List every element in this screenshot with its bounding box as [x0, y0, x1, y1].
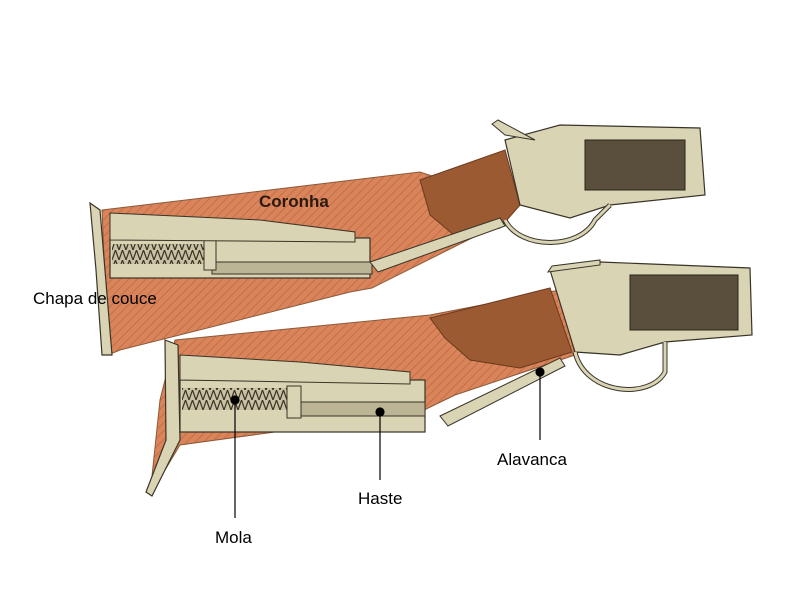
leader-alavanca-dot [535, 367, 545, 377]
lower-action-window [629, 274, 739, 331]
lower-top-bar [179, 354, 411, 385]
upper-butt-plate [89, 201, 113, 356]
label-chapa-de-couce: Chapa de couce [33, 289, 157, 308]
label-mola: Mola [215, 528, 252, 547]
lower-hammer [546, 259, 601, 273]
upper-hammer [491, 119, 536, 141]
upper-rifle [89, 119, 706, 356]
label-alavanca: Alavanca [497, 450, 567, 469]
upper-follower [203, 239, 217, 271]
leader-lines [230, 367, 545, 518]
lower-rod [299, 401, 426, 417]
upper-lever-link [369, 217, 506, 273]
lower-butt-plate [145, 339, 181, 497]
label-coronha: Coronha [259, 192, 329, 211]
upper-action-window [584, 139, 686, 191]
upper-rod [211, 261, 373, 275]
label-haste: Haste [358, 489, 403, 508]
upper-spring [112, 244, 212, 264]
leader-mola-dot [230, 395, 240, 405]
lower-lever-link [439, 357, 566, 427]
lower-grip-wood [429, 287, 573, 369]
upper-top-bar [109, 212, 356, 243]
lower-follower [286, 385, 302, 419]
leader-haste-dot [375, 407, 385, 417]
